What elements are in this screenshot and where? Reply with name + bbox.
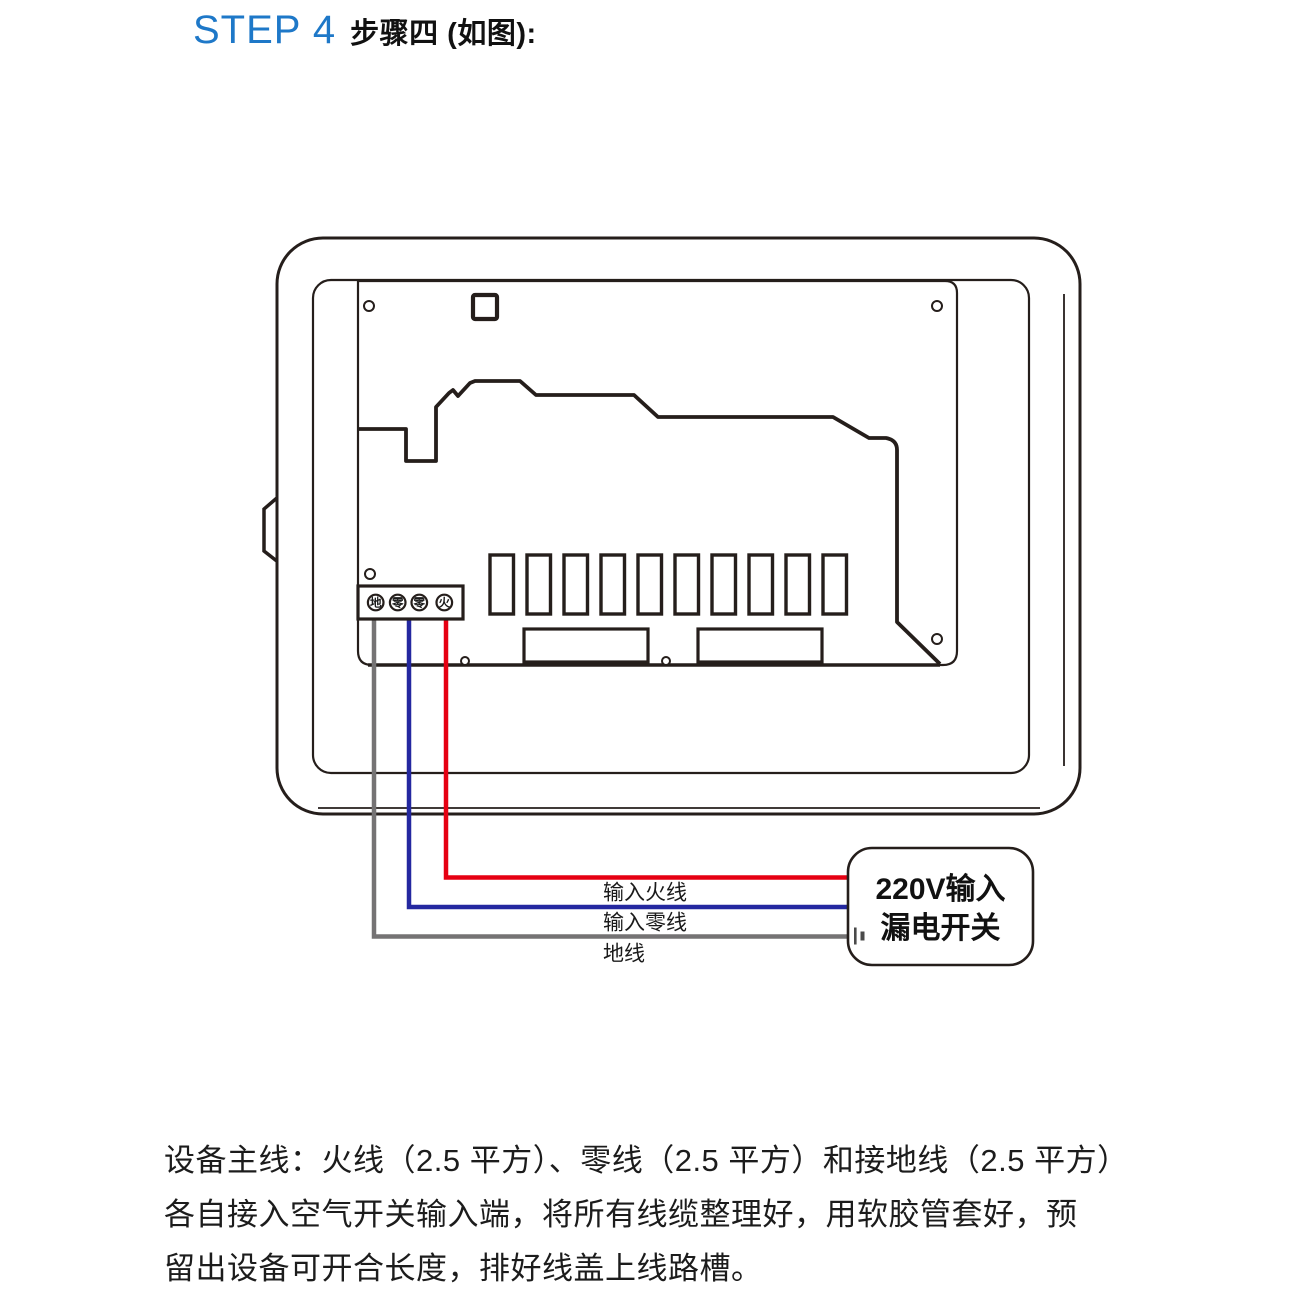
internal-mechanism-outline: [358, 379, 942, 666]
terminal-label-neutral-1: 零: [391, 597, 404, 610]
neutral-wire: [406, 600, 850, 910]
page-title: STEP 4 步骤四 (如图):: [193, 8, 537, 53]
screw-holes: [363, 300, 943, 666]
ground-connector-icon: [854, 927, 865, 945]
cable-slot-left: [522, 627, 650, 664]
terminal-label-ground: 地: [370, 596, 382, 610]
instruction-line-1: 设备主线：火线（2.5 平方）、零线（2.5 平方）和接地线（2.5 平方）: [164, 1143, 1129, 1178]
breaker-box: 220V输入 漏电开关: [846, 846, 1035, 967]
instruction-text: 设备主线：火线（2.5 平方）、零线（2.5 平方）和接地线（2.5 平方） 各…: [164, 1134, 1129, 1296]
terminal-block: 地 零 零 火: [356, 584, 465, 621]
mounting-hole: [470, 292, 500, 322]
instruction-line-3: 留出设备可开合长度，排好线盖上线路槽。: [164, 1251, 763, 1286]
step-subtitle: 步骤四 (如图):: [350, 18, 537, 50]
live-wire-label: 输入火线: [603, 882, 687, 905]
cable-slot-right: [696, 627, 824, 664]
step-number: STEP 4: [193, 8, 337, 52]
neutral-wire-label: 输入零线: [603, 912, 687, 935]
breaker-box-line2: 漏电开关: [881, 912, 1001, 945]
breaker-box-line1: 220V输入: [875, 873, 1005, 906]
device-side-tab: [262, 495, 280, 564]
live-wire: [443, 600, 850, 880]
terminal-label-live: 火: [439, 597, 451, 610]
terminal-label-neutral-2: 零: [413, 597, 426, 610]
instruction-line-2: 各自接入空气开关输入端，将所有线缆整理好，用软胶管套好，预: [164, 1197, 1078, 1232]
ground-wire: [371, 600, 858, 939]
ground-wire-label: 地线: [603, 943, 645, 966]
vent-slots: [488, 553, 849, 616]
